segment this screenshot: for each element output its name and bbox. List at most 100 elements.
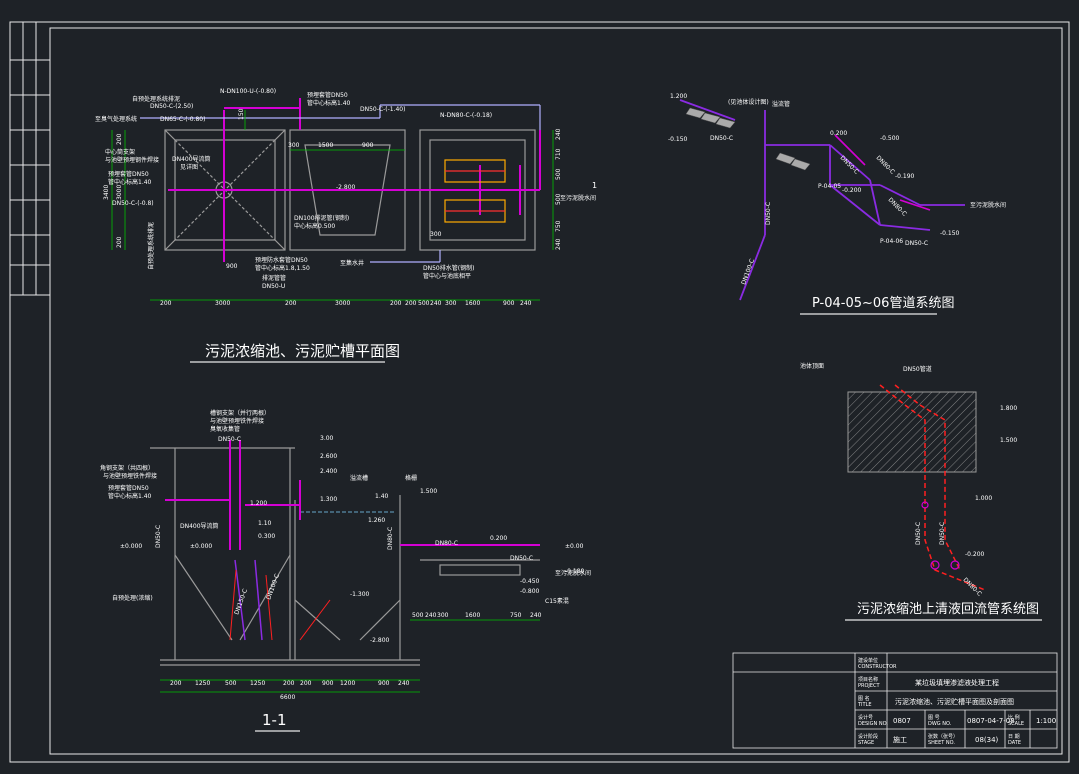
plan-dim-3: 3000	[335, 300, 350, 307]
sec-e0000c: ±0.00	[565, 543, 584, 550]
label-center-0500: 中心标高0.500	[294, 222, 335, 230]
iso-top-note: 溢流管	[772, 100, 790, 108]
sec-dn80-c: DN80-C	[435, 540, 458, 547]
sec-e0000a: ±0.000	[120, 543, 142, 550]
plan-dim-lines	[111, 110, 554, 301]
section-dim-lines	[160, 619, 540, 681]
tb-scale-label: 比 例	[1008, 714, 1020, 721]
iso-dn80-c: DN80-C	[887, 196, 908, 217]
sec-bot-dim-5: 200	[300, 680, 312, 687]
sheet-frame	[9, 21, 1070, 763]
plan-title: 污泥浓缩池、污泥贮槽平面图	[205, 342, 400, 360]
tb-date-label-en: DATE	[1008, 740, 1021, 746]
iso-view: 1.200 -0.150 (见池体设计图) DN50-C 溢流管 0.200 -…	[668, 93, 1006, 315]
tb-sheet-label: 张数（张号）	[928, 733, 958, 740]
iso-e0500: -0.500	[880, 135, 900, 142]
sec-e240: 2.400	[320, 468, 337, 475]
sec-angle-support: 角钢支架（共四根）	[100, 464, 154, 472]
label-to-tank: 至污泥脱水间	[560, 194, 596, 202]
tb-company-en: CONSTRUCTOR	[858, 664, 897, 670]
plan-dim-5: 200	[405, 300, 417, 307]
sec-e1300: 1.300	[320, 496, 337, 503]
plan-dim-10: 900	[503, 300, 515, 307]
label-dn50-c-250: DN50-C-(2.50)	[150, 103, 193, 110]
sec-e1200: 1.200	[250, 500, 267, 507]
sec-sleeve: 预埋套管DN50	[108, 484, 149, 492]
tb-company: 建设单位	[858, 657, 878, 664]
sec-e2800: -2.800	[370, 637, 390, 644]
iso-dn50-b: DN80-C	[875, 154, 896, 175]
sec-center140: 管中心标高1.40	[108, 492, 152, 500]
tb-drawing-no: 0807-04-7-08	[967, 717, 1015, 725]
dim-v-750: 750	[555, 220, 562, 232]
dim-v-150: 150	[238, 108, 245, 120]
label-pre-sleeve: 预埋套管DN50	[307, 91, 348, 99]
plan-pipes-secondary	[140, 104, 541, 263]
sec-e0200: 0.200	[490, 535, 507, 542]
sec-bot-dim-2: 500	[225, 680, 237, 687]
tb-date-label: 日 期	[1008, 734, 1020, 740]
title-block: 建设单位 CONSTRUCTOR 项目名称 PROJECT 图 名 TITLE …	[732, 652, 1058, 749]
tb-drawing-no-label: 图 号	[928, 715, 940, 721]
ret-e1800: 1.800	[1000, 405, 1017, 412]
section-view: 槽钢支架（并行两根） 与池壁预埋铁件焊接 臭氧收集管 DN50-C 角钢支架（共…	[100, 409, 591, 732]
label-pipe-bottom: 管中心与池底相平	[423, 272, 471, 280]
tb-stage-label: 设计阶段	[858, 733, 878, 740]
label-dn100-line: DN100排泥管(钢制)	[294, 214, 349, 222]
sec-dn50c: DN50-C	[218, 436, 241, 443]
iso-dn50c: DN50-C	[710, 135, 733, 142]
ret-e0200: -0.200	[965, 551, 985, 558]
tb-design-label: 设计号	[858, 714, 873, 721]
iso-title: P-04-05~06管道系统图	[812, 296, 954, 311]
ret-dn50c-b: DN50-C	[939, 522, 946, 545]
sec-e0450: -0.450	[520, 578, 540, 585]
iso-e1200: 1.200	[670, 93, 687, 100]
tb-stage-label-en: STAGE	[858, 740, 874, 746]
label-dn50-c-140: DN50-C-(-1.40)	[360, 106, 405, 113]
iso-dn50c-long: DN50-C	[765, 202, 772, 225]
tb-design-label-en: DESIGN NO.	[858, 721, 888, 727]
sec-small-dim-3: 1600	[465, 612, 480, 619]
dim-v-200a: 200	[116, 133, 123, 145]
sec-e110: 1.10	[258, 520, 272, 527]
iso-pipes	[679, 99, 965, 301]
sec-e0180: -0.180	[565, 568, 585, 575]
section-title: 1-1	[262, 711, 287, 729]
iso-dn100c: DN100-C	[740, 258, 756, 286]
tb-drawing-label-en: TITLE	[857, 702, 872, 708]
sec-dn50-c2: DN50-C	[510, 555, 533, 562]
title-block-labels: 建设单位 CONSTRUCTOR 项目名称 PROJECT 图 名 TITLE …	[857, 657, 1024, 746]
dim-bot-300: 300	[430, 231, 442, 238]
tb-project-label-en: PROJECT	[858, 683, 881, 689]
iso-e0150b: -0.150	[940, 230, 960, 237]
dim-v-240: 240	[555, 128, 562, 140]
return-wall-block	[847, 391, 977, 473]
sec-e1300n: -1.300	[350, 591, 370, 598]
iso-to-dewater: 至污泥脱水间	[970, 201, 1006, 209]
sec-e140: 1.40	[375, 493, 389, 500]
sec-total: 6600	[280, 694, 295, 701]
sec-grid: 格栅	[405, 474, 417, 482]
tb-sheet-label-en: SHEET NO.	[928, 740, 955, 746]
tb-sheet: 08(34)	[975, 736, 999, 744]
label-sleeve-dn50: 预埋套管DN50	[108, 170, 149, 178]
dim-top-300: 300	[288, 142, 300, 149]
sec-bot-dim-3: 1250	[250, 680, 265, 687]
plan-pipes	[168, 98, 541, 262]
label-see-detail: 见详图	[180, 163, 198, 171]
ret-e1000: 1.000	[975, 495, 992, 502]
label-pipe-center-140: 管中心标高1.40	[307, 99, 351, 107]
sec-support-b: 与池壁预埋铁件焊接	[210, 417, 264, 425]
return-pipes	[879, 384, 986, 591]
label-to-well: 至集水井	[340, 259, 364, 267]
sec-bot-dim-0: 200	[170, 680, 182, 687]
tb-drawing: 污泥浓缩池、污泥贮槽平面图及剖面图	[895, 697, 1014, 706]
label-embed-fix: 与池壁预埋钢件焊接	[105, 156, 159, 164]
tb-project-label: 项目名称	[858, 676, 878, 683]
ret-pipe: DN50管道	[903, 365, 932, 373]
ret-e1500: 1.500	[1000, 437, 1017, 444]
ret-dn50c-a: DN50-C	[915, 522, 922, 545]
